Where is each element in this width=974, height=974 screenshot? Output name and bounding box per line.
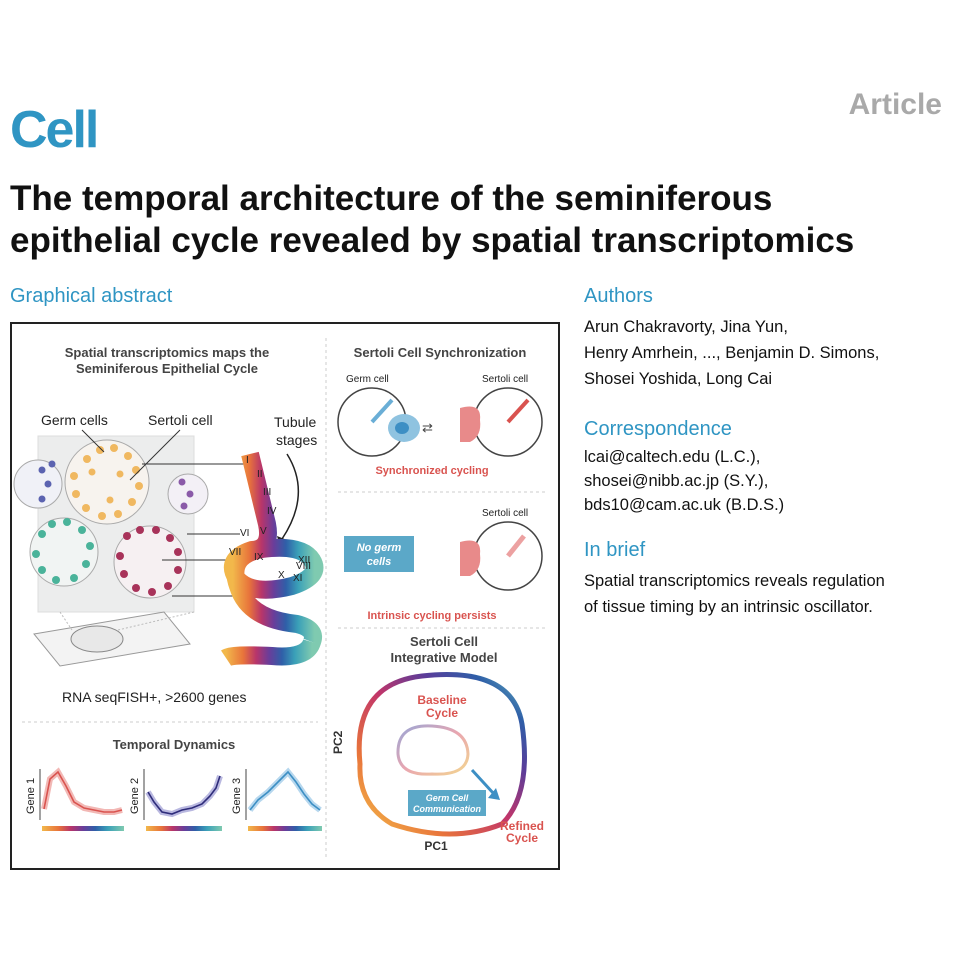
tubule-label-1: Tubule <box>274 414 317 430</box>
baseline-label-2: Cycle <box>426 706 458 720</box>
svg-text:VI: VI <box>240 528 249 539</box>
right-column: Authors Arun Chakravorty, Jina Yun, Henr… <box>584 285 964 620</box>
authors-heading: Authors <box>584 285 653 307</box>
persists-caption: Intrinsic cycling persists <box>368 610 497 622</box>
model-title-2: Integrative Model <box>391 650 498 665</box>
svg-text:XII: XII <box>298 555 310 566</box>
svg-text:III: III <box>263 487 271 498</box>
tubule-arrow <box>281 453 299 540</box>
in-brief-line-1: Spatial transcriptomics reveals regulati… <box>584 572 885 590</box>
tubule-ribbon <box>221 451 324 667</box>
authors-line-1: Arun Chakravorty, Jina Yun, <box>584 318 788 336</box>
communication-box <box>408 790 486 816</box>
method-label: RNA seqFISH+, >2600 genes <box>62 689 246 705</box>
communication-arrow-head <box>488 788 500 800</box>
authors-line-2: Henry Amrhein, ..., Benjamin D. Simons, <box>584 344 880 362</box>
title-line-1: The temporal architecture of the seminif… <box>10 179 773 218</box>
title-line-2: epithelial cycle revealed by spatial tra… <box>10 221 855 260</box>
germ-cells-pointer <box>81 429 105 453</box>
gene-plot-2: Gene 2 <box>129 769 223 831</box>
svg-text:XI: XI <box>293 573 302 584</box>
email-2[interactable]: shosei@nibb.ac.jp (S.Y.), <box>584 472 769 490</box>
gene-plot-3: Gene 3 <box>231 767 322 831</box>
correspondence-heading: Correspondence <box>584 418 732 440</box>
pc2-label: PC2 <box>331 730 345 754</box>
sertoli-cell-label-mid: Sertoli cell <box>482 508 528 519</box>
svg-text:Gene 3: Gene 3 <box>231 778 243 814</box>
graphical-abstract-heading: Graphical abstract <box>10 285 173 307</box>
model-title-1: Sertoli Cell <box>410 634 478 649</box>
svg-text:Gene 2: Gene 2 <box>129 778 141 814</box>
svg-text:IV: IV <box>267 506 277 517</box>
communication-arrow <box>470 768 496 796</box>
panel-title-line-1: Spatial transcriptomics maps the <box>65 345 269 360</box>
svg-text:VII: VII <box>229 547 241 558</box>
baseline-label-1: Baseline <box>417 693 467 707</box>
svg-text:V: V <box>260 526 267 537</box>
clock-right <box>460 387 543 457</box>
svg-text:II: II <box>257 469 263 480</box>
graphical-abstract-figure: Spatial transcriptomics maps the Seminif… <box>10 322 560 870</box>
panel-title-line-2: Seminiferous Epithelial Cycle <box>76 361 258 376</box>
sync-caption: Synchronized cycling <box>375 465 488 477</box>
article-type-label: Article <box>848 88 942 121</box>
exchange-arrows: ⇄ <box>422 420 433 435</box>
graphical-abstract-svg: Spatial transcriptomics maps the Seminif… <box>13 338 548 858</box>
no-germ-cells-box <box>344 536 414 572</box>
in-brief-text: Spatial transcriptomics reveals regulati… <box>584 568 964 620</box>
journal-logo: Cell <box>10 101 99 159</box>
stage-labels: I II III IV V VI VII VIII IX X XI XII <box>229 455 311 584</box>
germ-cells-label: Germ cells <box>41 412 108 428</box>
no-germ-cells-line-2: cells <box>367 556 391 568</box>
refined-label-2: Cycle <box>506 831 538 845</box>
pc1-label: PC1 <box>424 839 448 853</box>
refined-label-1: Refined <box>500 819 544 833</box>
tubule-label-2: stages <box>276 432 317 448</box>
article-title: The temporal architecture of the seminif… <box>10 178 960 262</box>
svg-text:X: X <box>278 570 285 581</box>
slide-illustration <box>33 611 195 667</box>
sync-title: Sertoli Cell Synchronization <box>354 345 527 360</box>
in-brief-line-2: of tissue timing by an intrinsic oscilla… <box>584 598 873 616</box>
baseline-cycle-ring <box>396 724 470 776</box>
correspondence-list: lcai@caltech.edu (L.C.), shosei@nibb.ac.… <box>584 445 964 517</box>
email-1[interactable]: lcai@caltech.edu (L.C.), <box>584 448 761 466</box>
communication-line-1: Germ Cell <box>426 793 469 803</box>
temporal-dynamics-title: Temporal Dynamics <box>113 737 236 752</box>
communication-line-2: Communication <box>413 804 482 814</box>
svg-text:I: I <box>246 455 249 466</box>
in-brief-heading: In brief <box>584 539 646 561</box>
svg-text:VIII: VIII <box>296 561 311 572</box>
no-germ-cells-line-1: No germ <box>357 542 402 554</box>
refined-cycle-ring <box>356 672 527 837</box>
email-3[interactable]: bds10@cam.ac.uk (B.D.S.) <box>584 496 785 514</box>
germ-cell-label: Germ cell <box>346 374 389 385</box>
clock-left <box>337 387 420 457</box>
sertoli-cell-pointer <box>129 429 181 481</box>
authors-list: Arun Chakravorty, Jina Yun, Henry Amrhei… <box>584 314 964 392</box>
tissue-section <box>13 435 209 613</box>
sertoli-cell-label-top: Sertoli cell <box>482 374 528 385</box>
clock-persist <box>460 521 543 591</box>
svg-text:IX: IX <box>254 552 264 563</box>
svg-text:Gene 1: Gene 1 <box>25 778 37 814</box>
authors-line-3: Shosei Yoshida, Long Cai <box>584 370 773 388</box>
sertoli-cell-label: Sertoli cell <box>148 412 213 428</box>
gene-plot-1: Gene 1 <box>25 767 124 831</box>
